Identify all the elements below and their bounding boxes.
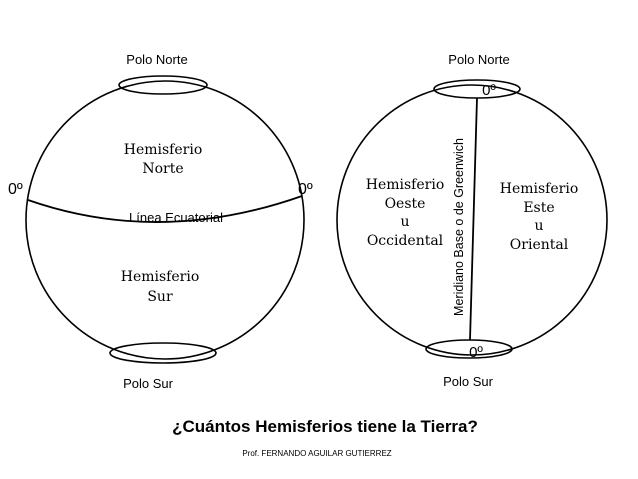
western-hemisphere-line3: u — [400, 214, 409, 230]
left-globe: Polo Norte Polo Sur Hemisferio Norte Lín… — [8, 52, 313, 391]
left-north-cap — [118, 75, 208, 95]
author-credit: Prof. FERNANDO AGUILAR GUTIERREZ — [242, 449, 391, 458]
left-north-pole-label: Polo Norte — [126, 52, 187, 67]
left-south-cap — [109, 342, 217, 364]
right-south-cap — [425, 339, 513, 359]
northern-hemisphere-line2: Norte — [142, 161, 183, 177]
eastern-hemisphere-line4: Oriental — [510, 237, 569, 253]
equator-left-degree: 0º — [8, 181, 23, 198]
eastern-hemisphere-line3: u — [534, 218, 543, 234]
left-south-pole-label: Polo Sur — [123, 376, 174, 391]
eastern-hemisphere-line2: Este — [523, 200, 554, 216]
eastern-hemisphere-line1: Hemisferio — [500, 181, 579, 197]
question-heading: ¿Cuántos Hemisferios tiene la Tierra? — [172, 417, 478, 436]
left-globe-outline — [25, 80, 305, 360]
western-hemisphere-line1: Hemisferio — [366, 177, 445, 193]
right-globe-outline — [336, 84, 608, 356]
meridian-label: Meridiano Base o de Greenwich — [452, 138, 466, 316]
meridian-bottom-degree: 0º — [469, 344, 483, 361]
western-hemisphere-line2: Oeste — [385, 196, 426, 212]
equator-right-degree: 0º — [298, 181, 313, 198]
right-south-pole-label: Polo Sur — [443, 374, 494, 389]
western-hemisphere-line4: Occidental — [367, 233, 444, 249]
southern-hemisphere-line1: Hemisferio — [121, 269, 200, 285]
equator-label: Línea Ecuatorial — [129, 210, 223, 225]
southern-hemisphere-line2: Sur — [147, 289, 173, 305]
right-north-pole-label: Polo Norte — [448, 52, 509, 67]
meridian-top-degree: 0º — [482, 82, 496, 99]
greenwich-meridian-line — [469, 97, 478, 341]
northern-hemisphere-line1: Hemisferio — [124, 142, 203, 158]
right-globe: Polo Norte Polo Sur 0º 0º Meridiano Base… — [336, 52, 608, 389]
equator-line — [27, 195, 303, 223]
